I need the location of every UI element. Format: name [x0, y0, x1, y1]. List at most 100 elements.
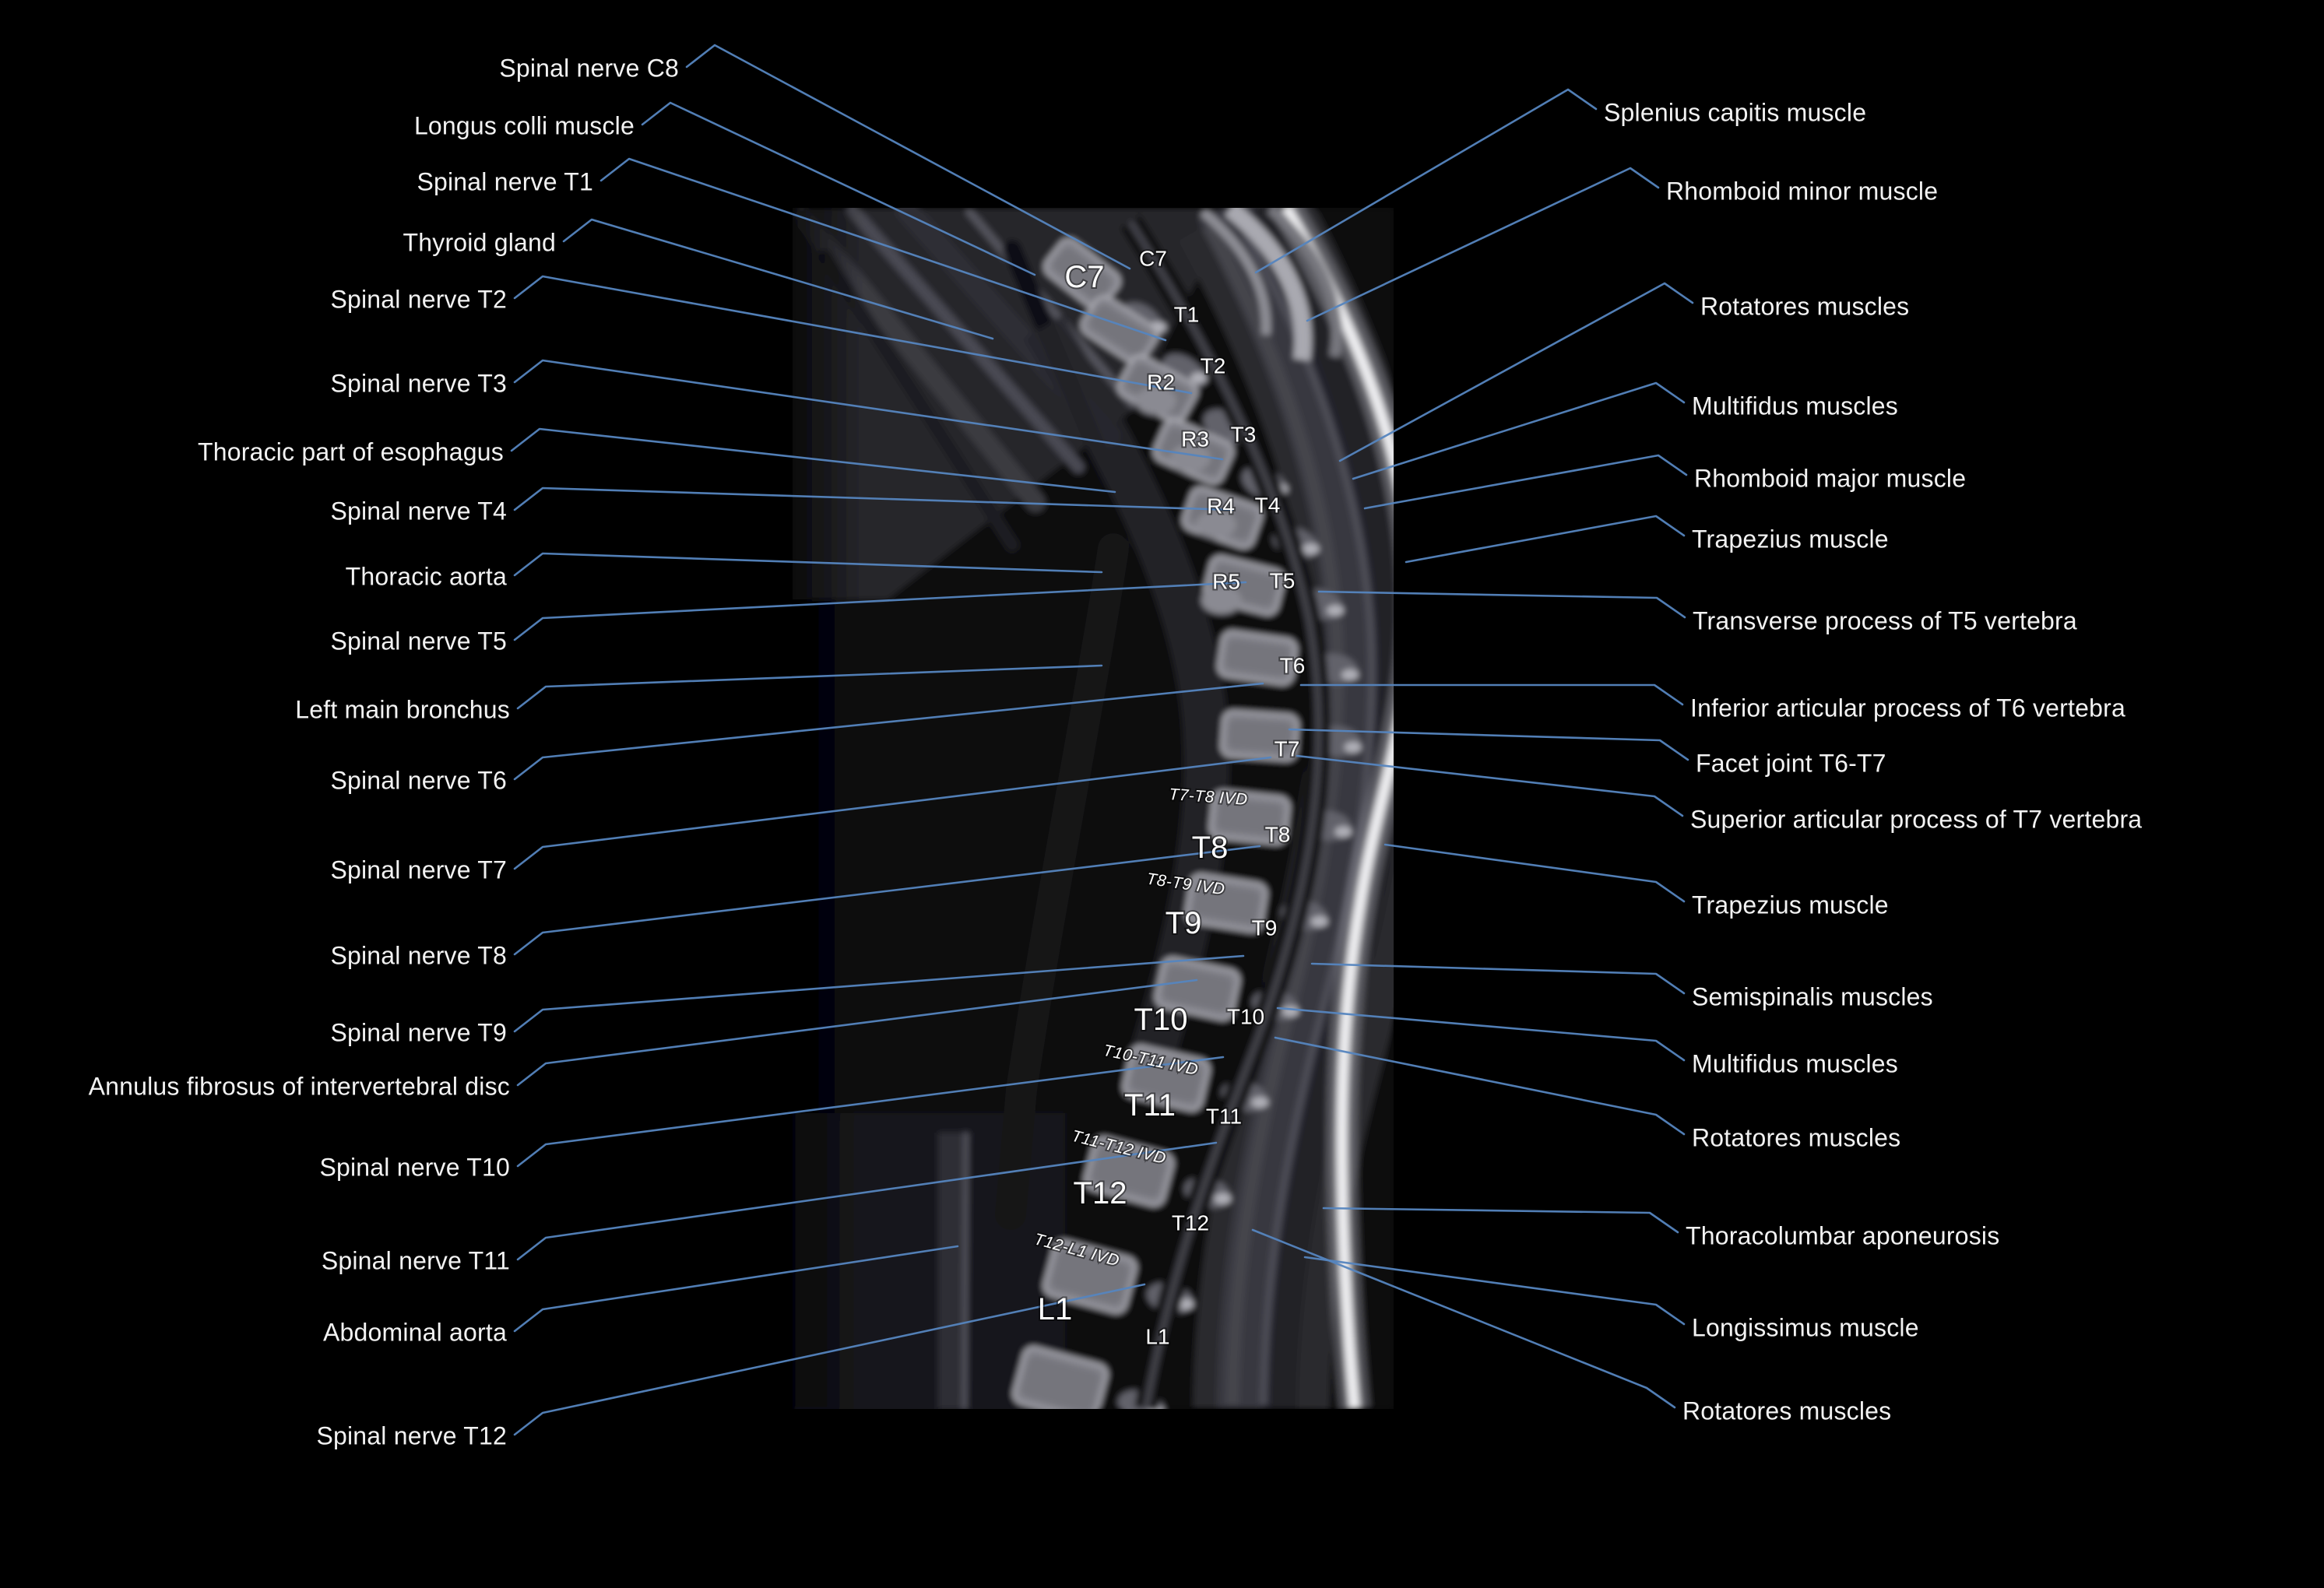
leader-line-left-main-bronchus [516, 664, 1103, 710]
leader-line-transverse-process-of-t5-vertebra [1317, 590, 1686, 619]
leader-line-rotatores-muscles [1274, 1036, 1686, 1136]
leader-line-spinal-nerve-t12 [513, 1283, 1146, 1436]
leader-line-thoracic-aorta [513, 552, 1103, 577]
left-label-spinal-nerve-t12: Spinal nerve T12 [316, 1421, 507, 1450]
mri-label-small-t3: T3 [1231, 423, 1257, 447]
mri-label-rib-r5: R5 [1212, 570, 1240, 594]
left-label-longus-colli-muscle: Longus colli muscle [413, 111, 635, 140]
left-label-spinal-nerve-t4: Spinal nerve T4 [330, 497, 507, 525]
leader-line-multifidus-muscles [1276, 1007, 1686, 1062]
leader-line-spinal-nerve-t9 [513, 954, 1245, 1033]
right-label-trapezius-muscle: Trapezius muscle [1692, 525, 1889, 553]
mri-label-small-t11: T11 [1206, 1105, 1242, 1129]
right-label-rotatores-muscles: Rotatores muscles [1692, 1123, 1901, 1152]
leader-line-rotatores-muscles [1338, 282, 1694, 462]
leader-line-rhomboid-minor-muscle [1306, 167, 1660, 322]
left-label-abdominal-aorta: Abdominal aorta [322, 1318, 507, 1347]
leader-line-multifidus-muscles [1352, 381, 1686, 480]
mri-label-large-t12: T12 [1074, 1176, 1127, 1210]
mri-image [793, 208, 1394, 1409]
mri-label-rib-r2: R2 [1147, 371, 1175, 395]
left-label-spinal-nerve-t2: Spinal nerve T2 [330, 285, 507, 314]
leader-line-spinal-nerve-t4 [513, 487, 1234, 511]
leader-line-thoracic-part-of-esophagus [510, 427, 1116, 494]
mri-label-large-t9: T9 [1166, 906, 1202, 940]
left-label-spinal-nerve-t6: Spinal nerve T6 [330, 766, 507, 795]
mri-label-small-t10: T10 [1227, 1005, 1264, 1029]
right-label-rhomboid-major-muscle: Rhomboid major muscle [1694, 464, 1967, 493]
left-label-spinal-nerve-c8: Spinal nerve C8 [499, 54, 679, 83]
mri-label-small-t4: T4 [1255, 494, 1281, 518]
left-label-spinal-nerve-t1: Spinal nerve T1 [417, 167, 593, 196]
leader-line-spinal-nerve-t8 [513, 845, 1261, 956]
left-label-annulus-fibrosus-of-intervertebral-disc: Annulus fibrosus of intervertebral disc [88, 1072, 510, 1101]
right-label-rotatores-muscles: Rotatores muscles [1682, 1397, 1892, 1425]
mri-label-small-l1: L1 [1145, 1325, 1169, 1349]
leader-line-facet-joint-t6-t7 [1288, 728, 1689, 761]
mri-vertebra-labels: C7T8T9T10T11T12L1C7T1T2T3T4T5T6T7T8T9T10… [1031, 245, 1307, 1351]
leader-line-spinal-nerve-t11 [516, 1141, 1218, 1261]
mri-label-large-t8: T8 [1192, 831, 1229, 865]
leader-line-spinal-nerve-t7 [513, 756, 1272, 870]
leader-line-trapezius-muscle [1384, 843, 1686, 903]
leader-line-spinal-nerve-t5 [513, 581, 1247, 641]
right-label-transverse-process-of-t5-vertebra: Transverse process of T5 vertebra [1693, 606, 2077, 635]
right-label-multifidus-muscles: Multifidus muscles [1692, 392, 1899, 420]
leader-line-abdominal-aorta [513, 1245, 959, 1333]
mri-label-small-t6: T6 [1280, 654, 1306, 678]
mri-label-small-t9: T9 [1252, 916, 1278, 940]
left-label-spinal-nerve-t3: Spinal nerve T3 [330, 369, 507, 398]
mri-label-large-l1: L1 [1038, 1292, 1073, 1326]
right-label-superior-articular-process-of-t7-vertebra: Superior articular process of T7 vertebr… [1690, 805, 2143, 834]
leader-line-spinal-nerve-t3 [513, 359, 1224, 461]
mri-label-small-t12: T12 [1172, 1211, 1209, 1235]
right-label-trapezius-muscle: Trapezius muscle [1692, 891, 1889, 919]
mri-label-small-t7: T7 [1275, 737, 1300, 761]
leader-line-superior-articular-process-of-t7-vertebra [1296, 754, 1684, 817]
leader-line-longissimus-muscle [1303, 1256, 1686, 1326]
mri-label-large-t11: T11 [1124, 1088, 1176, 1122]
leader-lines [510, 44, 1694, 1436]
leader-line-thyroid-gland [562, 218, 994, 340]
leader-line-spinal-nerve-t2 [513, 275, 1193, 395]
leader-line-rhomboid-major-muscle [1363, 454, 1688, 510]
right-label-facet-joint-t6-t7: Facet joint T6-T7 [1696, 749, 1886, 778]
mri-label-small-t2: T2 [1201, 354, 1226, 378]
mri-label-large-c7: C7 [1064, 260, 1104, 294]
right-label-rhomboid-minor-muscle: Rhomboid minor muscle [1666, 177, 1939, 206]
mri-label-small-t1: T1 [1174, 303, 1200, 327]
leader-line-spinal-nerve-t10 [516, 1056, 1225, 1168]
right-label-semispinalis-muscles: Semispinalis muscles [1692, 982, 1933, 1011]
left-label-thyroid-gland: Thyroid gland [403, 228, 556, 257]
left-label-spinal-nerve-t7: Spinal nerve T7 [330, 855, 507, 884]
left-label-thoracic-aorta: Thoracic aorta [345, 562, 507, 591]
right-label-rotatores-muscles: Rotatores muscles [1700, 292, 1910, 321]
leader-line-spinal-nerve-t1 [599, 157, 1167, 342]
right-label-inferior-articular-process-of-t6-vertebra: Inferior articular process of T6 vertebr… [1690, 694, 2125, 722]
left-label-spinal-nerve-t10: Spinal nerve T10 [319, 1153, 510, 1182]
mri-label-rib-r4: R4 [1207, 494, 1235, 518]
left-label-spinal-nerve-t9: Spinal nerve T9 [330, 1018, 507, 1047]
right-label-longissimus-muscle: Longissimus muscle [1692, 1313, 1919, 1342]
mri-label-small-c7: C7 [1139, 247, 1167, 271]
leader-line-spinal-nerve-c8 [685, 44, 1131, 270]
left-label-spinal-nerve-t5: Spinal nerve T5 [330, 627, 507, 655]
leader-line-annulus-fibrosus-of-intervertebral-disc [516, 978, 1198, 1087]
mri-label-rib-r3: R3 [1181, 427, 1209, 451]
left-label-left-main-bronchus: Left main bronchus [295, 695, 510, 724]
leader-line-rotatores-muscles [1251, 1228, 1676, 1409]
leader-line-spinal-nerve-t6 [513, 682, 1264, 781]
right-label-splenius-capitis-muscle: Splenius capitis muscle [1604, 98, 1867, 127]
leader-line-semispinalis-muscles [1310, 962, 1686, 995]
leader-line-longus-colli-muscle [641, 101, 1036, 276]
leader-line-inferior-articular-process-of-t6-vertebra [1299, 683, 1684, 706]
mri-label-small-t5: T5 [1270, 569, 1296, 593]
left-label-spinal-nerve-t11: Spinal nerve T11 [321, 1246, 510, 1275]
left-label-thoracic-part-of-esophagus: Thoracic part of esophagus [198, 437, 504, 466]
mri-label-small-t8: T8 [1265, 823, 1291, 847]
leader-line-thoracolumbar-aponeurosis [1322, 1207, 1679, 1234]
right-label-multifidus-muscles: Multifidus muscles [1692, 1049, 1899, 1078]
leader-line-splenius-capitis-muscle [1254, 88, 1598, 274]
right-label-thoracolumbar-aponeurosis: Thoracolumbar aponeurosis [1686, 1221, 2000, 1250]
